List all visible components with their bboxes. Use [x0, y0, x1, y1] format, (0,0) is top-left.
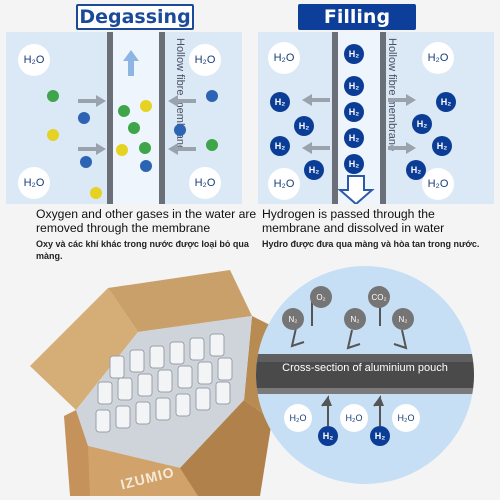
h2o-molecule: H₂O	[284, 404, 312, 432]
membrane-fibre-right	[380, 32, 386, 204]
filling-caption: Hydrogen is passed through the membrane …	[262, 207, 445, 235]
n2-molecule: N₂	[392, 308, 414, 330]
gas-block-arrows-icon	[290, 302, 408, 426]
n2-molecule: N₂	[344, 308, 366, 330]
gas-dot	[128, 122, 140, 134]
flow-up-arrow-icon	[123, 50, 139, 76]
gas-dot	[206, 139, 218, 151]
degassing-title: Degassing	[76, 4, 194, 30]
gas-dot	[90, 187, 102, 199]
pouch-layer-top	[256, 354, 474, 362]
o2-molecule: O₂	[310, 286, 332, 308]
h2o-molecule: H₂O	[422, 168, 454, 200]
h2o-molecule: H₂O	[189, 167, 221, 199]
h2-molecule: H₂	[294, 116, 314, 136]
n2-molecule: N₂	[282, 308, 304, 330]
h2-molecule: H₂	[344, 44, 364, 64]
h2-molecule: H₂	[412, 114, 432, 134]
h2-molecule: H₂	[304, 160, 324, 180]
outflow-arrows-icon	[302, 94, 416, 204]
co2-molecule: CO₂	[368, 286, 390, 308]
h2o-molecule: H₂O	[422, 42, 454, 74]
h2o-molecule: H₂O	[189, 44, 221, 76]
membrane-label: Hollow fibre membrane	[386, 38, 398, 152]
degassing-caption: Oxygen and other gases in the water are …	[36, 207, 257, 235]
pouch-cross-section: Cross-section of aluminium pouch O₂ CO₂ …	[256, 266, 474, 484]
membrane-fibre-left	[332, 32, 338, 204]
gas-dot	[139, 142, 151, 154]
h2o-molecule: H₂O	[18, 44, 50, 76]
filling-diagram: Hollow fibre membrane H₂O H₂O H₂O H₂O H₂…	[258, 32, 494, 204]
membrane-fibre-left	[107, 32, 113, 204]
h2-molecule: H₂	[318, 426, 338, 446]
h2-molecule: H₂	[344, 76, 364, 96]
membrane-label: Hollow fibre membrane	[174, 38, 186, 152]
h2-molecule: H₂	[406, 160, 426, 180]
gas-dot	[140, 100, 152, 112]
gas-dot	[78, 112, 90, 124]
gas-dot	[140, 160, 152, 172]
h2-molecule: H₂	[436, 92, 456, 112]
gas-dot	[80, 156, 92, 168]
filling-title: Filling	[298, 4, 416, 30]
h2-molecule: H₂	[344, 102, 364, 122]
membrane-fibre-right	[159, 32, 165, 204]
inflow-arrows-icon	[78, 95, 196, 155]
gas-dot	[47, 90, 59, 102]
gas-dot	[206, 90, 218, 102]
degassing-diagram: Hollow fibre membrane H₂O H₂O H₂O H₂O	[6, 32, 242, 204]
pouch-layer: Cross-section of aluminium pouch	[256, 362, 474, 388]
h2o-molecule: H₂O	[340, 404, 368, 432]
degassing-caption-vi: Oxy và các khí khác trong nước được loại…	[36, 239, 249, 261]
gas-dot	[174, 124, 186, 136]
h2o-molecule: H₂O	[268, 168, 300, 200]
h2-molecule: H₂	[432, 136, 452, 156]
h2-molecule: H₂	[270, 136, 290, 156]
h2o-molecule: H₂O	[18, 167, 50, 199]
h2-molecule: H₂	[344, 154, 364, 174]
h2-molecule: H₂	[344, 128, 364, 148]
product-box-image	[30, 270, 288, 496]
pouch-layer-bottom	[256, 388, 474, 394]
gas-dot	[116, 144, 128, 156]
h2o-molecule: H₂O	[268, 42, 300, 74]
h2o-molecule: H₂O	[392, 404, 420, 432]
h2-molecule: H₂	[270, 92, 290, 112]
filling-caption-vi: Hydro được đưa qua màng và hòa tan trong…	[262, 239, 480, 249]
pouch-label: Cross-section of aluminium pouch	[282, 362, 448, 374]
h2-molecule: H₂	[370, 426, 390, 446]
gas-dot	[47, 129, 59, 141]
gas-dot	[118, 105, 130, 117]
